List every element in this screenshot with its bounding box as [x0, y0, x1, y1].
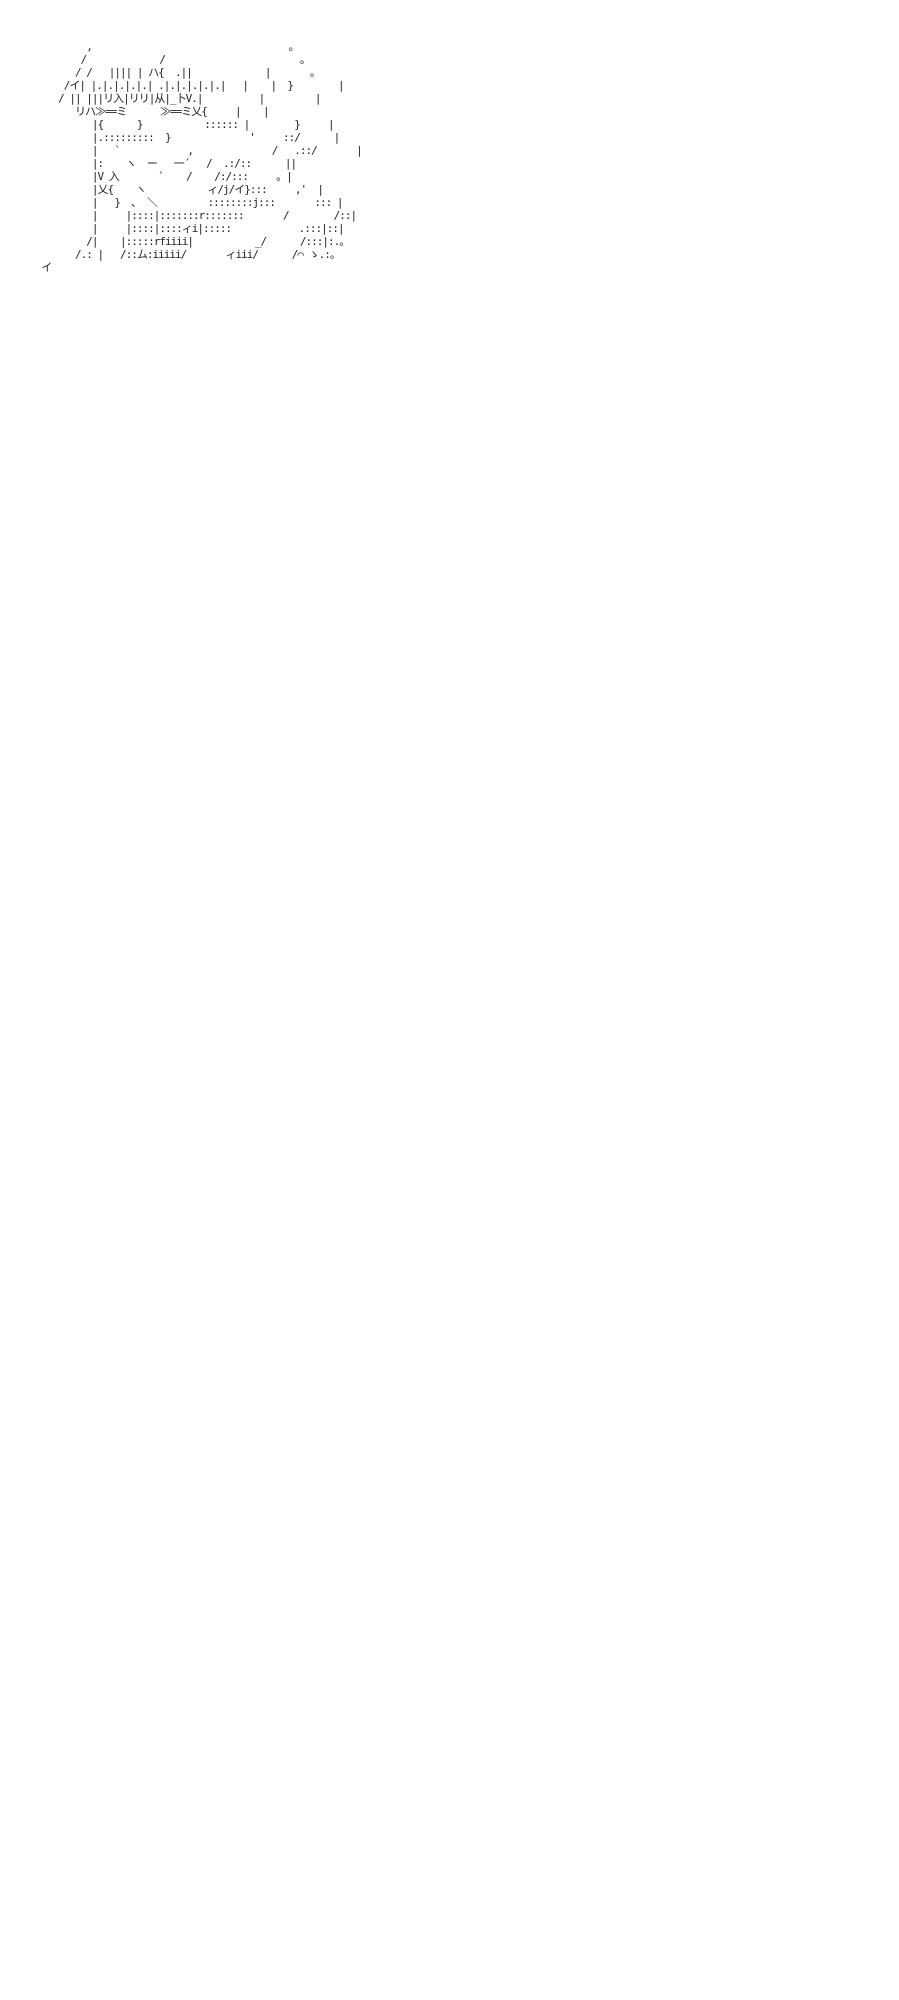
panel-1: , 。 / / 。 / / |||| | ハ{ .|| | 。 /イ| |.|.… [0, 0, 899, 380]
ascii-art-character-1: , 。 / / 。 / / |||| | ハ{ .|| | 。 /イ| |.|.… [41, 40, 360, 274]
